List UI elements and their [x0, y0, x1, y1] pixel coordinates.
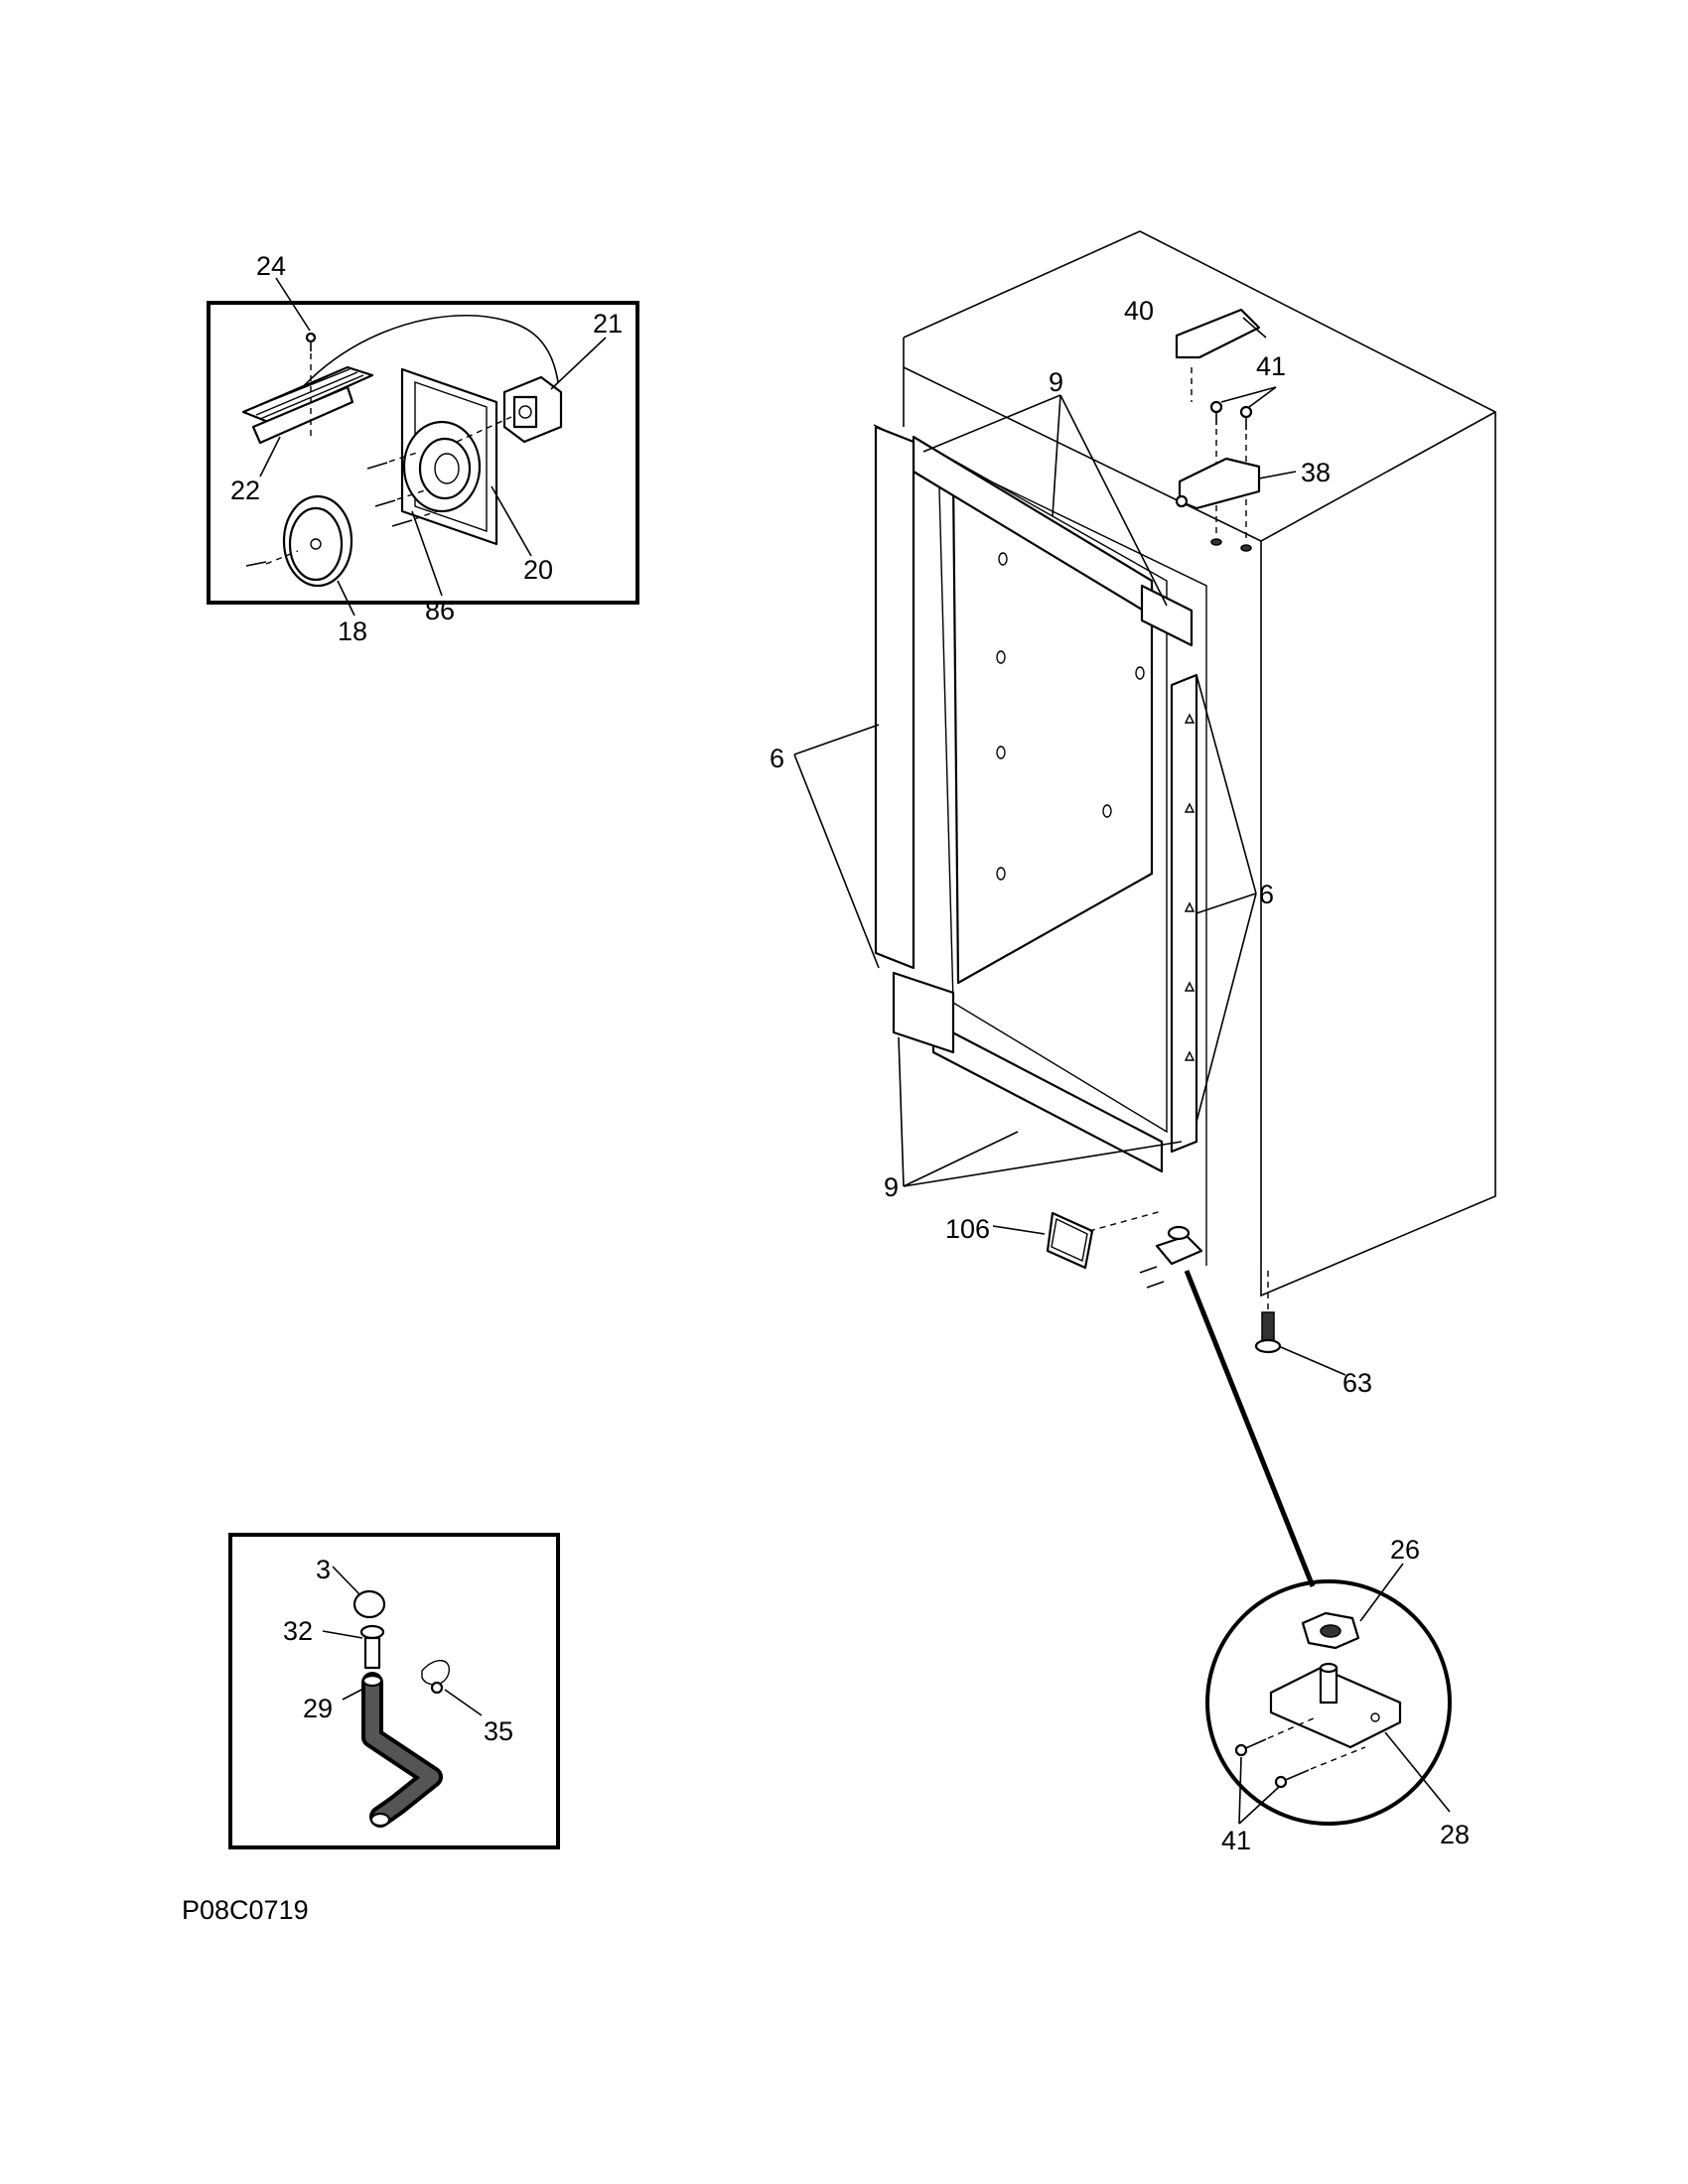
drain-plug [352, 1589, 386, 1619]
hinge-cover [1175, 308, 1261, 359]
inset-drain-assembly [228, 1533, 560, 1849]
callout-22: 22 [230, 476, 260, 505]
pad-106 [992, 1210, 1163, 1270]
gasket-marks [1184, 713, 1196, 1061]
callout-38: 38 [1301, 458, 1331, 487]
callout-20: 20 [523, 555, 553, 585]
screw-24 [305, 332, 317, 437]
drain-washer [359, 1624, 385, 1640]
callout-41-bottom: 41 [1221, 1826, 1251, 1855]
callout-18: 18 [338, 616, 367, 646]
top-hinge-assembly [1175, 308, 1297, 552]
callout-21: 21 [593, 309, 623, 339]
wire-harness [297, 314, 559, 393]
callout-29: 29 [303, 1694, 333, 1723]
callout-6-right: 6 [1259, 880, 1274, 909]
drain-clip [421, 1660, 450, 1686]
mounting-screws [366, 452, 438, 527]
top-hinge-plate [1178, 457, 1261, 510]
leveling-leg [1254, 1271, 1346, 1376]
gasket-bottom [931, 1021, 1164, 1173]
detail-circle [1205, 1579, 1452, 1826]
callout-32: 32 [283, 1616, 313, 1646]
gasket-right [1170, 673, 1198, 1154]
callout-35: 35 [484, 1716, 513, 1746]
bottom-hinge-small [1139, 1225, 1203, 1289]
callout-labels: 24 21 22 20 18 86 40 41 38 9 6 6 9 106 6… [182, 251, 1470, 1925]
liner-holes [996, 552, 1145, 881]
fan-motor [456, 375, 563, 444]
callout-40: 40 [1124, 296, 1154, 326]
diagram-code: P08C0719 [182, 1895, 309, 1925]
bottom-hinge-detail [1205, 1563, 1452, 1826]
callout-9-bottom: 9 [884, 1172, 899, 1202]
zoom-connector [1184, 1270, 1316, 1587]
callout-41-top: 41 [1256, 351, 1286, 381]
callout-63: 63 [1342, 1368, 1372, 1398]
callout-86: 86 [425, 596, 455, 625]
callout-3: 3 [316, 1555, 331, 1584]
callout-24: 24 [256, 251, 286, 281]
hinge-screws-41 [1191, 367, 1253, 541]
gasket-left [874, 425, 915, 970]
callout-26: 26 [1390, 1535, 1420, 1565]
fan-shroud [400, 367, 498, 546]
inset-frame-bottom [228, 1533, 560, 1849]
fan-blade [245, 494, 353, 588]
inset-frame-top [207, 301, 639, 605]
callout-106: 106 [945, 1214, 990, 1244]
callout-28: 28 [1440, 1820, 1470, 1849]
cabinet-shell [903, 230, 1496, 1297]
heater-element [241, 365, 374, 445]
callout-9-top: 9 [1049, 367, 1063, 397]
callout-6-left: 6 [770, 744, 784, 773]
freezer-cabinet [793, 230, 1496, 1297]
inset-fan-assembly [207, 277, 639, 616]
